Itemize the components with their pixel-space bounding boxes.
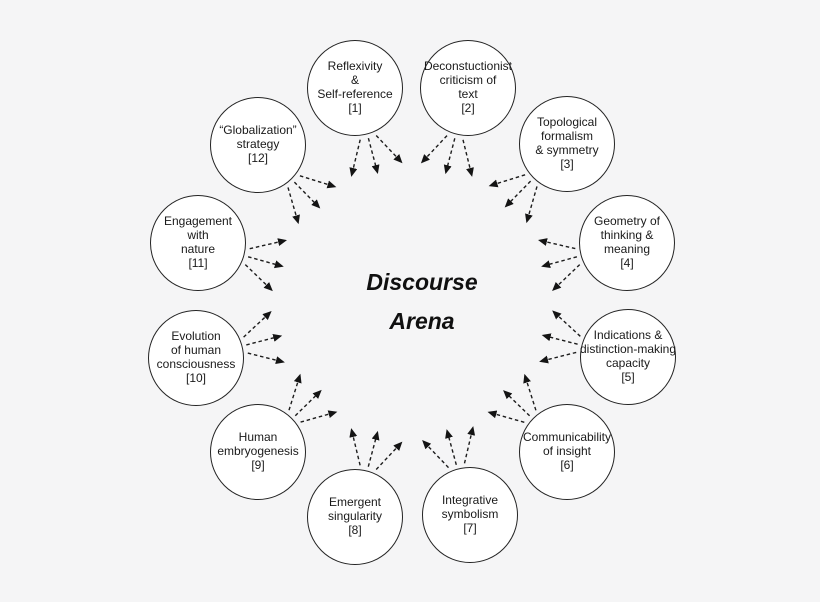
node-label-line: Self-reference — [317, 87, 393, 101]
node-label-line: Deconstuctionist — [423, 59, 513, 74]
node-number: [7] — [463, 520, 477, 535]
dashed-arrow — [349, 428, 361, 466]
dashed-arrow — [288, 373, 302, 411]
node-label-line: symbolism — [441, 507, 499, 522]
dashed-arrow — [420, 135, 448, 164]
node-number: [8] — [348, 522, 362, 537]
dashed-arrow — [538, 238, 576, 250]
dashed-arrow — [287, 187, 300, 225]
dashed-arrow — [541, 256, 578, 269]
node-label-line: consciousness — [156, 357, 236, 371]
node-label-line: Reflexivity — [327, 59, 383, 74]
node-1-reflexivity-self-reference: Reflexivity & Self-reference [1] — [307, 40, 403, 136]
node-number: [5] — [621, 369, 635, 384]
node-number: [4] — [620, 255, 634, 270]
node-label-line: meaning — [603, 242, 651, 256]
node-label-line: Evolution — [171, 329, 221, 344]
node-number: [9] — [251, 457, 265, 472]
node-5-indications-distinction-making: Indications & distinction-making capacit… — [580, 309, 676, 405]
node-label-line: formalism — [540, 129, 593, 144]
arena-title-line2: Arena — [389, 308, 455, 334]
dashed-arrow — [552, 310, 581, 337]
node-label-line: embryogenesis — [217, 444, 299, 459]
dashed-arrow — [299, 175, 337, 189]
node-number: [10] — [185, 370, 206, 385]
dashed-arrow — [246, 334, 283, 346]
node-number: [12] — [247, 150, 268, 165]
node-label-line: nature — [180, 242, 216, 256]
dashed-arrow — [294, 389, 322, 417]
dashed-arrow — [375, 135, 403, 164]
node-2-deconstuctionist-criticism: Deconstuctionist criticism of text [2] — [420, 40, 516, 136]
dashed-arrow — [463, 426, 476, 464]
dashed-arrow — [504, 180, 532, 208]
node-number: [6] — [560, 457, 574, 472]
node-label-line: text — [458, 87, 478, 101]
dashed-arrow — [243, 311, 272, 338]
node-10-evolution-of-consciousness: Evolution of human consciousness [10] — [148, 310, 244, 406]
node-number: [11] — [188, 255, 208, 270]
node-label-line: Engagement — [163, 214, 233, 229]
node-4-geometry-of-thinking: Geometry of thinking & meaning [4] — [579, 195, 675, 291]
node-label-line: of insight — [542, 444, 592, 459]
node-9-human-embryogenesis: Human embryogenesis [9] — [210, 404, 306, 500]
dashed-arrow — [422, 439, 450, 469]
dashed-arrow — [487, 410, 525, 423]
node-label-line: Geometry of — [593, 214, 661, 229]
dashed-arrow — [525, 186, 538, 224]
arena-title-line1: Discourse — [366, 269, 478, 295]
node-label-line: Topological — [536, 115, 598, 130]
dashed-arrow — [249, 238, 287, 250]
node-label-line: Indications & — [593, 328, 663, 343]
node-label-line: thinking & — [600, 228, 654, 243]
node-label-line: Communicability — [522, 430, 612, 445]
dashed-arrow — [367, 430, 380, 467]
node-3-topological-formalism: Topological formalism & symmetry [3] — [519, 96, 615, 192]
dashed-arrow — [503, 390, 531, 417]
dashed-arrow — [539, 351, 577, 364]
dashed-arrow — [488, 174, 526, 188]
node-label-line: strategy — [236, 137, 280, 152]
node-11-engagement-with-nature: Engagement with nature [11] — [150, 195, 246, 291]
dashed-arrow — [244, 264, 273, 292]
dashed-arrow — [443, 138, 456, 175]
dashed-arrow — [462, 139, 474, 177]
node-label-line: & symmetry — [535, 143, 599, 157]
dashed-arrow — [349, 139, 361, 177]
node-6-communicability-of-insight: Communicability of insight [6] — [519, 404, 615, 500]
node-label-line: & — [350, 73, 359, 88]
dashed-arrow — [445, 429, 457, 465]
dashed-arrow — [300, 410, 338, 423]
node-label-line: singularity — [327, 509, 383, 524]
node-label-line: Integrative — [441, 493, 499, 508]
node-8-emergent-singularity: Emergent singularity [8] — [307, 469, 403, 565]
node-number: [1] — [348, 100, 362, 115]
node-label-line: Emergent — [328, 495, 382, 510]
node-label-line: with — [187, 228, 209, 243]
node-label-line: of human — [170, 343, 222, 358]
dashed-arrow — [367, 138, 380, 174]
node-label-line: “Globalization” — [219, 123, 297, 138]
node-number: [3] — [560, 156, 574, 171]
node-label-line: criticism of — [439, 73, 497, 88]
node-label-line: Human — [238, 430, 278, 445]
dashed-arrow — [375, 441, 403, 470]
dashed-arrow — [247, 352, 285, 365]
dashed-arrow — [523, 373, 537, 411]
dashed-arrow — [247, 256, 284, 269]
dashed-arrow — [293, 181, 321, 209]
node-7-integrative-symbolism: Integrative symbolism [7] — [422, 467, 518, 563]
node-number: [2] — [461, 100, 475, 115]
node-label-line: capacity — [605, 356, 651, 370]
arena-title: Discourse Arena — [366, 263, 477, 341]
node-12-globalization-strategy: “Globalization” strategy [12] — [210, 97, 306, 193]
dashed-arrow — [541, 333, 578, 345]
dashed-arrow — [552, 264, 581, 291]
node-label-line: distinction-making — [579, 342, 677, 357]
